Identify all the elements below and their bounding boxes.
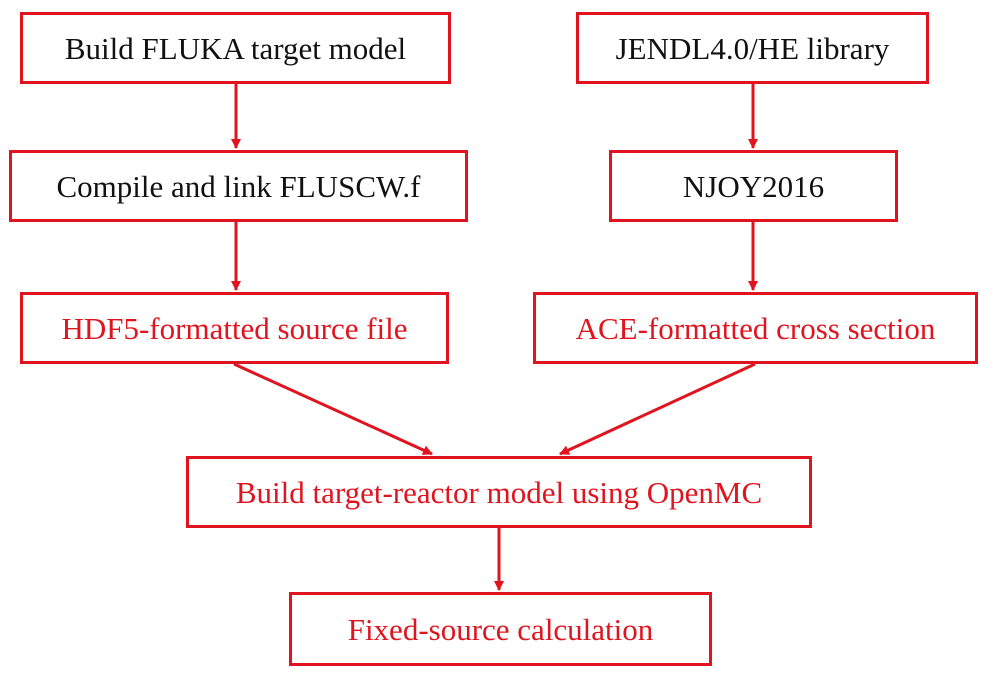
node-hdf5-source-file: HDF5-formatted source file bbox=[20, 292, 449, 364]
node-openmc-model: Build target-reactor model using OpenMC bbox=[186, 456, 812, 528]
node-build-fluka-model: Build FLUKA target model bbox=[20, 12, 451, 84]
node-label: Fixed-source calculation bbox=[347, 611, 654, 647]
node-label: Compile and link FLUSCW.f bbox=[56, 168, 421, 204]
node-label: JENDL4.0/HE library bbox=[615, 30, 890, 66]
node-label: ACE-formatted cross section bbox=[575, 310, 936, 346]
node-njoy: NJOY2016 bbox=[609, 150, 898, 222]
node-label: NJOY2016 bbox=[682, 168, 825, 204]
node-compile-link: Compile and link FLUSCW.f bbox=[9, 150, 468, 222]
node-label: HDF5-formatted source file bbox=[61, 310, 408, 346]
node-fixed-source-calculation: Fixed-source calculation bbox=[289, 592, 712, 666]
node-label: Build target-reactor model using OpenMC bbox=[235, 474, 763, 510]
node-jendl-library: JENDL4.0/HE library bbox=[576, 12, 929, 84]
node-label: Build FLUKA target model bbox=[64, 30, 407, 66]
arrow-hdf5-to-openmc bbox=[233, 362, 433, 456]
node-ace-cross-section: ACE-formatted cross section bbox=[533, 292, 978, 364]
arrow-ace-to-openmc bbox=[559, 362, 756, 456]
